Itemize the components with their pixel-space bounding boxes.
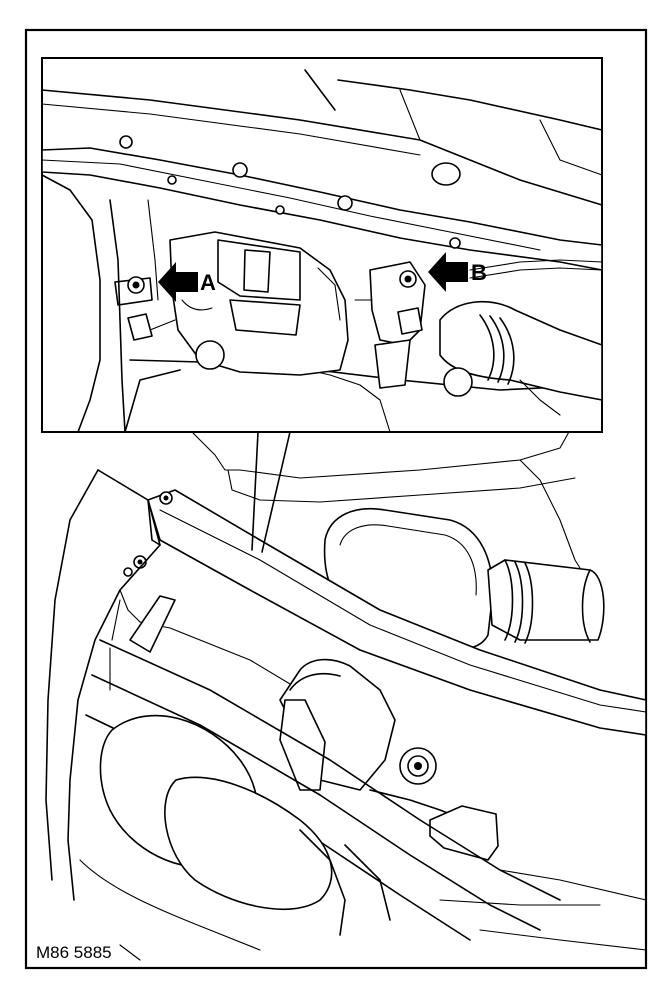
bolt-b <box>354 261 426 389</box>
callout-a: A <box>200 270 216 295</box>
front-grille <box>79 599 561 961</box>
main-view <box>45 429 647 961</box>
arrow-b <box>428 252 468 292</box>
arrow-a <box>158 262 198 302</box>
bolt-a <box>114 276 176 341</box>
inset-detail: A B <box>41 57 603 433</box>
reference-code: M86 5885 <box>36 943 112 962</box>
callout-b: B <box>471 260 487 285</box>
intake-hose <box>487 559 605 641</box>
bracket-strap <box>129 595 176 653</box>
front-cross-member <box>147 489 647 736</box>
panel-holes <box>119 135 461 249</box>
